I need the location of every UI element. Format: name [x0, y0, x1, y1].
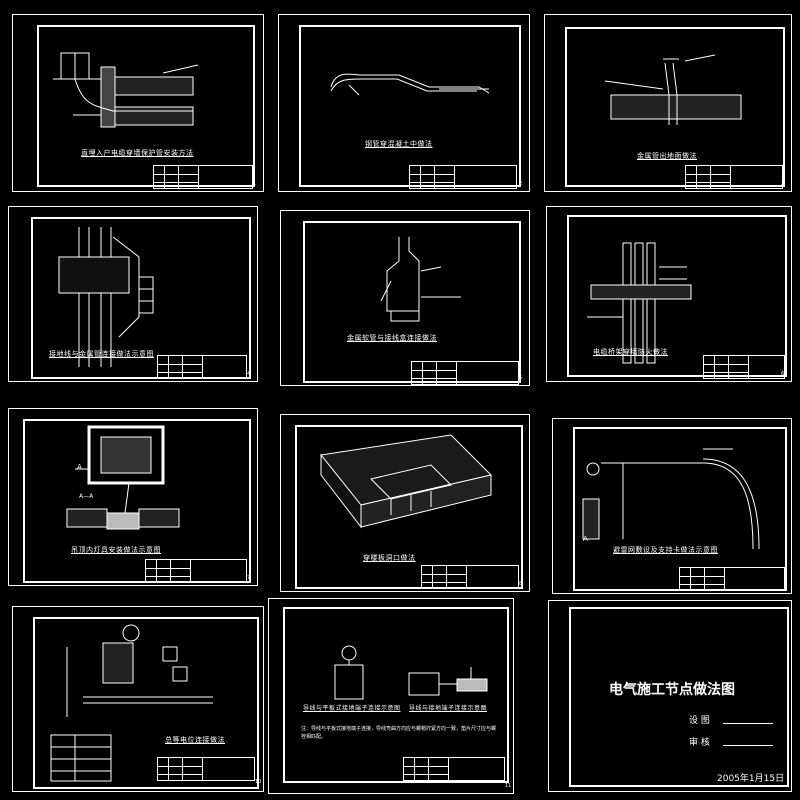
- drawing-sheet-3[interactable]: 金属管出地面做法 3: [544, 14, 792, 192]
- sheet-border: [37, 25, 255, 187]
- design-signature-line: [723, 723, 773, 724]
- sheet-caption: 钢管穿混凝土中做法: [365, 140, 433, 148]
- detail-drawing-11: [334, 645, 488, 700]
- drawing-sheet-5[interactable]: 金属软管与接线盒连接做法 5: [280, 210, 530, 386]
- sheet-caption: 避雷网敷设及支持卡做法示意图: [613, 546, 718, 554]
- sheet-number: 10: [255, 779, 262, 785]
- sheet-number: 1: [253, 181, 257, 187]
- drawing-sheet-9[interactable]: A 避雷网敷设及支持卡做法示意图: [552, 418, 792, 594]
- sheet-border: [33, 617, 259, 789]
- sheet-caption: 吊顶内灯具安装做法示意图: [71, 546, 161, 554]
- detail-drawing-2: [330, 73, 490, 96]
- title-block: [157, 355, 247, 379]
- sheet-border: [31, 217, 251, 379]
- detail-drawing-7: [66, 425, 180, 530]
- sheet-caption: 电缆桥架穿墙防火做法: [593, 348, 668, 356]
- drawing-sheet-2[interactable]: 钢管穿混凝土中做法 2: [278, 14, 530, 192]
- sheet-number: 4: [247, 371, 251, 377]
- title-block: [403, 757, 505, 781]
- drawing-sheet-6[interactable]: 电缆桥架穿墙防火做法 6: [546, 206, 792, 382]
- sheet-border: [565, 27, 785, 187]
- sheet-number: 6: [781, 371, 785, 377]
- title-block: [409, 165, 517, 189]
- design-label: 设 图: [689, 716, 710, 726]
- section-label: A—A: [79, 493, 94, 500]
- sheet-caption: 金属管出地面做法: [637, 152, 697, 160]
- cover-date: 2005年1月15日: [717, 774, 785, 784]
- sheet-border: [23, 419, 251, 583]
- sheet-border: [303, 221, 521, 383]
- sheet-number: 7: [247, 575, 251, 581]
- sheet-caption: 直埋入户电缆穿墙保护管安装方法: [81, 149, 194, 157]
- title-block: [145, 559, 247, 583]
- sheet-number: 8: [519, 581, 523, 587]
- drawing-sheet-7[interactable]: A A—A 吊顶内灯具安装做法示意图 7: [8, 408, 258, 586]
- sheet-number: 5: [519, 375, 523, 381]
- detail-drawing-1: [53, 52, 199, 128]
- sheet-caption-2: 导线与接地端子连接示意图: [409, 705, 488, 712]
- title-block: [421, 565, 519, 589]
- sheet-caption-1: 导线与平板式接地端子连接示意图: [303, 705, 401, 712]
- sheet-note: 注：导线与平板式接地端子连接，导线弯曲方向应与螺帽拧紧方向一致，垫片尺寸应与螺栓…: [301, 726, 497, 740]
- detail-drawing-10: [50, 624, 213, 782]
- title-block: [703, 355, 785, 379]
- cover-sheet[interactable]: 电气施工节点做法图 设 图 审 核 2005年1月15日: [548, 600, 792, 792]
- sheet-border: [569, 607, 789, 787]
- detail-drawing-3: [604, 54, 742, 125]
- drawing-sheet-8[interactable]: 穿楼板洞口做法 8: [280, 414, 530, 592]
- section-marker: A: [77, 463, 82, 471]
- review-signature-line: [723, 745, 773, 746]
- drawing-sheet-10[interactable]: 总等电位连接做法 10: [12, 606, 264, 792]
- detail-drawing-6: [587, 242, 692, 364]
- section-marker: A: [583, 535, 588, 543]
- drawing-sheet-4[interactable]: 接地线与金属管连接做法示意图 4: [8, 206, 258, 382]
- title-block: [157, 757, 255, 781]
- drawing-sheet-1[interactable]: 直埋入户电缆穿墙保护管安装方法 1: [12, 14, 264, 192]
- sheet-number: 3: [781, 181, 785, 187]
- detail-drawing-5: [380, 237, 461, 322]
- sheet-caption: 总等电位连接做法: [165, 736, 225, 744]
- sheet-border: [299, 25, 521, 187]
- detail-drawing-9: [582, 448, 760, 550]
- drawing-sheet-11[interactable]: 导线与平板式接地端子连接示意图 导线与接地端子连接示意图 注：导线与平板式接地端…: [268, 598, 514, 794]
- sheet-caption: 接地线与金属管连接做法示意图: [49, 350, 154, 358]
- sheet-border: [295, 425, 523, 589]
- title-block: [679, 567, 785, 591]
- sheet-number: 2: [519, 181, 523, 187]
- sheet-border: [283, 607, 509, 783]
- sheet-border: [567, 215, 787, 377]
- detail-drawing-8: [320, 434, 492, 529]
- title-block: [685, 165, 783, 189]
- title-block: [411, 361, 519, 385]
- detail-drawing-4: [58, 227, 154, 367]
- sheet-caption: 金属软管与接线盒连接做法: [347, 334, 437, 342]
- review-label: 审 核: [689, 738, 710, 748]
- title-block: [153, 165, 253, 189]
- sheet-number: 11: [505, 783, 512, 789]
- cover-title: 电气施工节点做法图: [609, 682, 735, 698]
- sheet-caption: 穿楼板洞口做法: [363, 554, 416, 562]
